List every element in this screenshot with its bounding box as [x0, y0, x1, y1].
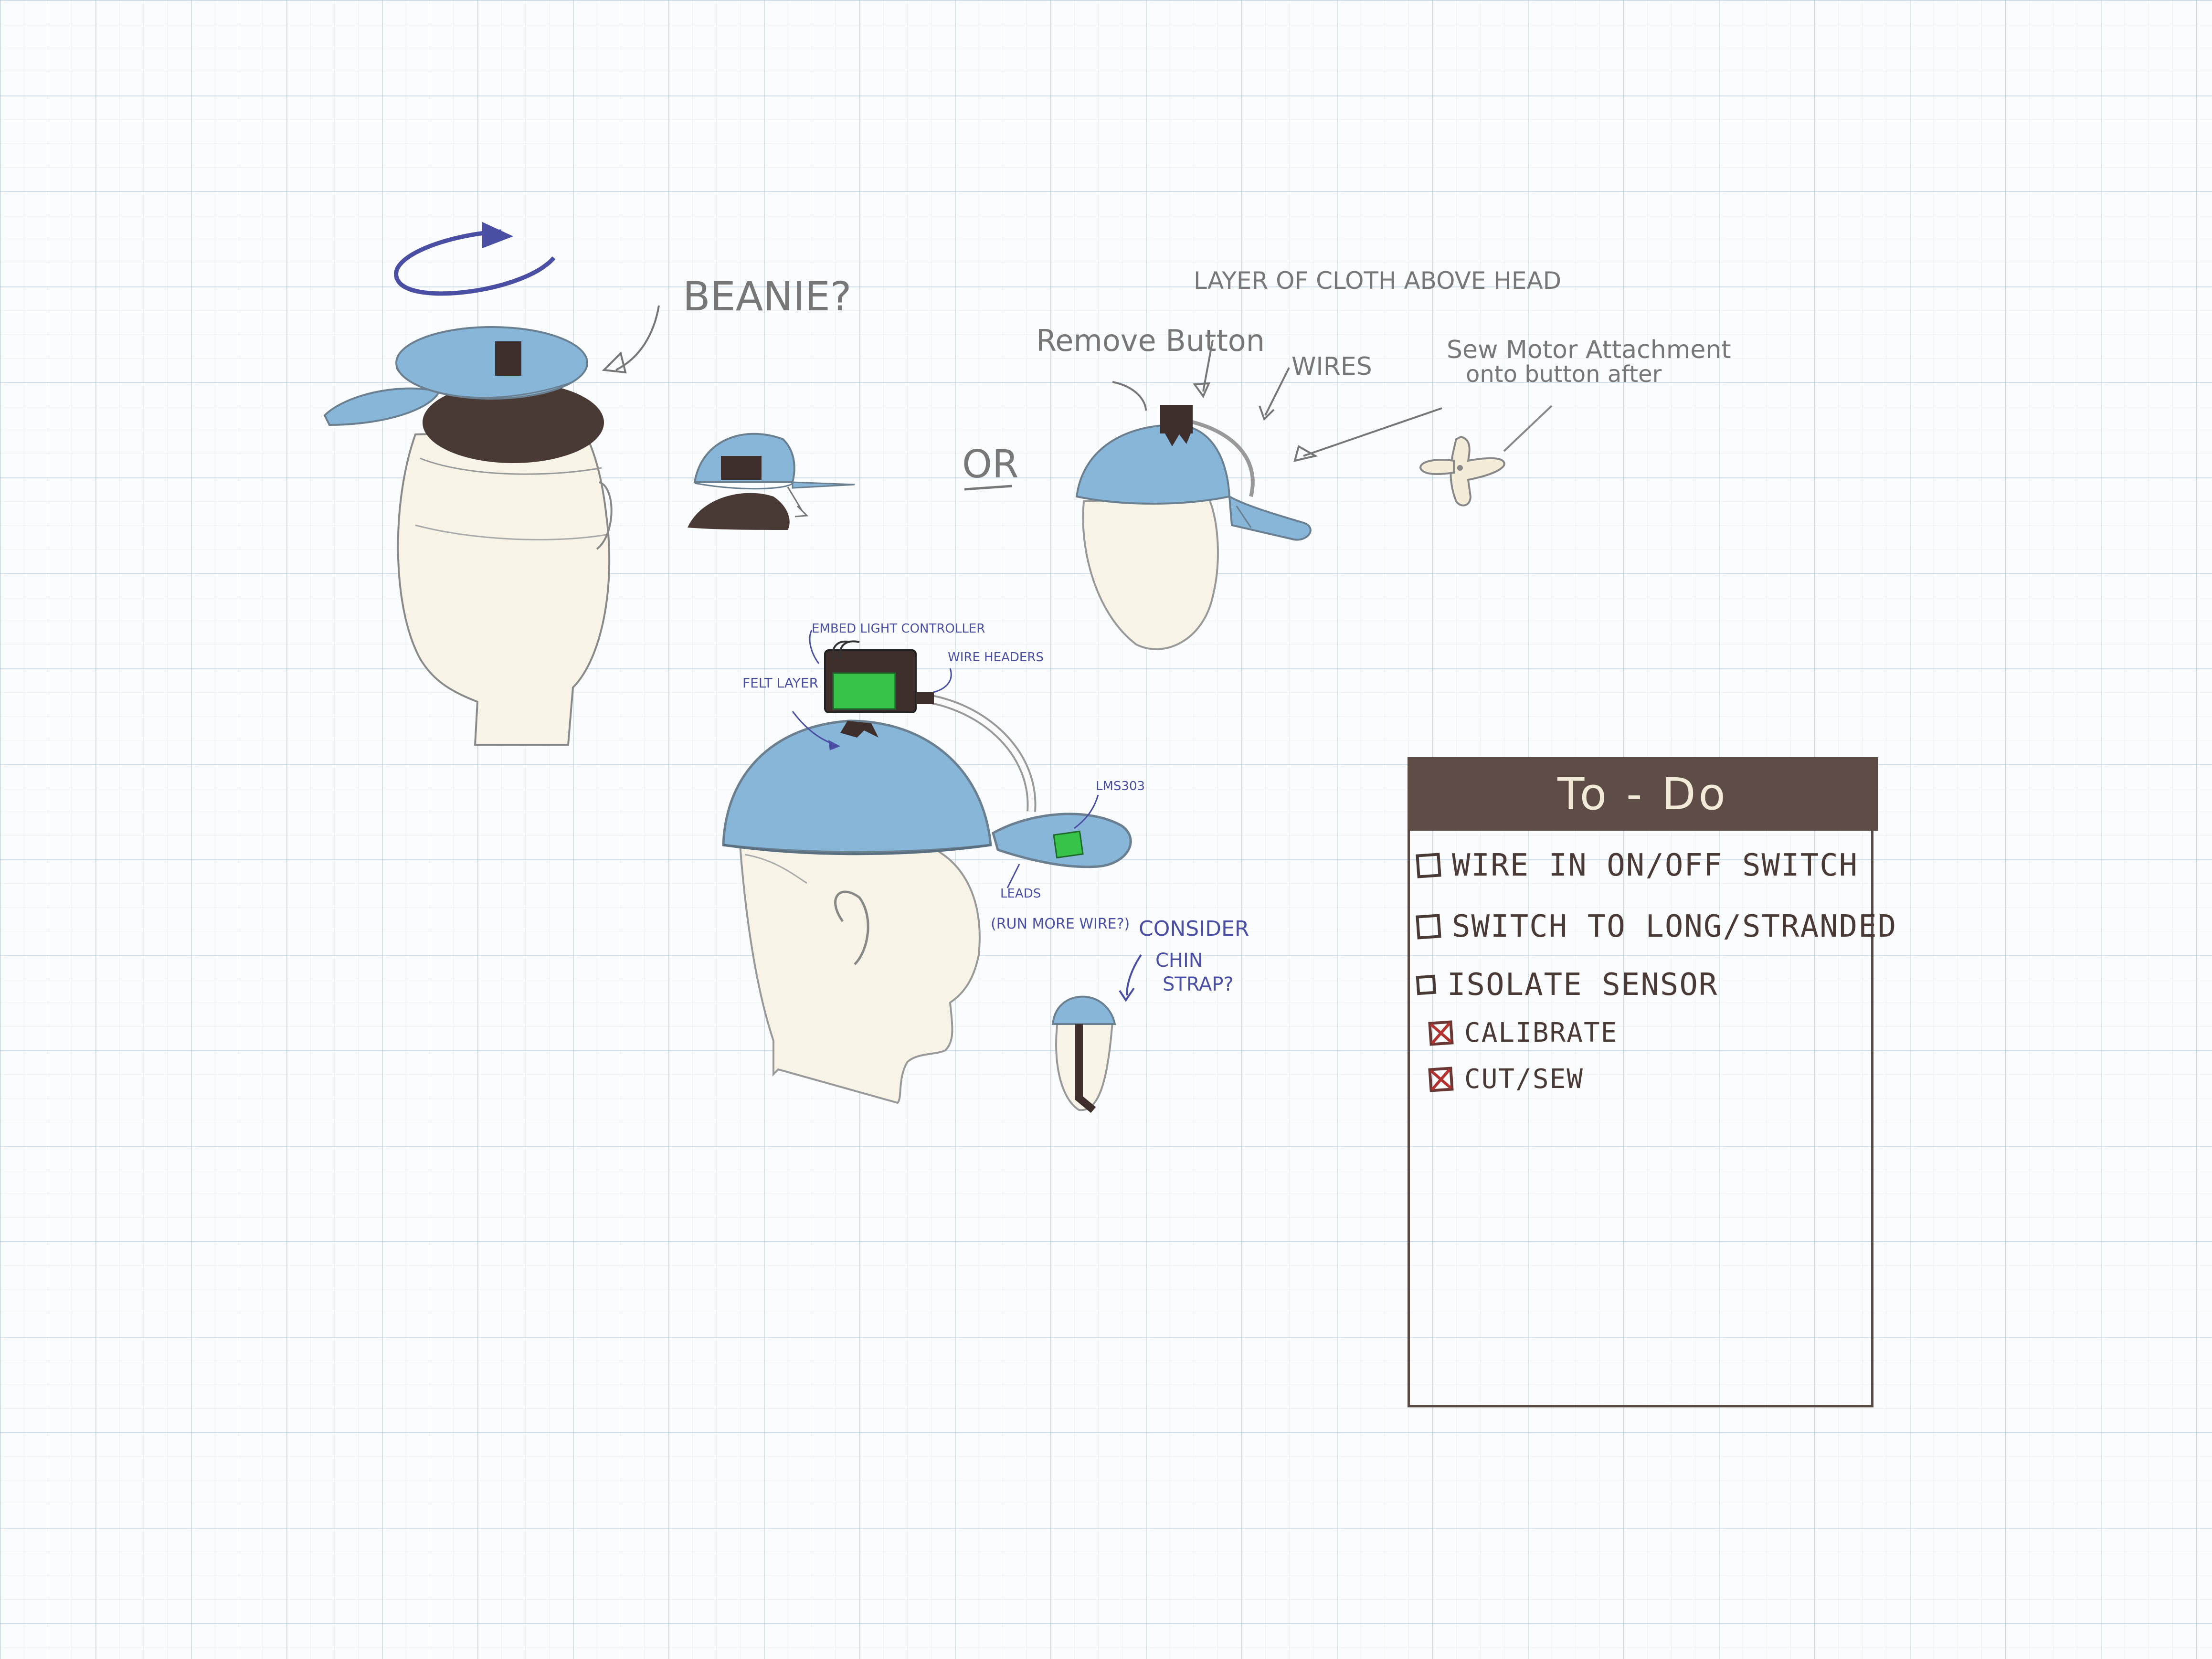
todo-title: To - Do	[1408, 757, 1878, 831]
label-run-wire: (RUN MORE WIRE?)	[991, 916, 1130, 932]
label-sew-motor-line1: Sew Motor Attachment	[1447, 336, 1731, 364]
label-strap: STRAP?	[1163, 973, 1234, 995]
head-outline	[398, 430, 610, 745]
checkbox-checked-icon[interactable]	[1428, 1020, 1453, 1046]
todo-item-1[interactable]: WIRE IN ON/OFF SWITCH	[1417, 848, 1858, 883]
todo-item-label: WIRE IN ON/OFF SWITCH	[1452, 848, 1858, 883]
cap-brim	[325, 389, 439, 425]
figure-chin-strap	[1053, 997, 1115, 1110]
label-felt-layer: FELT LAYER	[742, 675, 818, 691]
motor-attachment-icon	[1420, 406, 1552, 506]
label-layer-of-cloth: LAYER OF CLOTH ABOVE HEAD	[1194, 267, 1561, 295]
todo-panel: To - Do WIRE IN ON/OFF SWITCH SWITCH TO …	[1408, 757, 1873, 1407]
todo-item-2[interactable]: SWITCH TO LONG/STRANDED	[1417, 909, 1897, 944]
label-consider: CONSIDER	[1139, 917, 1249, 941]
label-wires: WIRES	[1291, 352, 1372, 381]
label-or: OR	[962, 442, 1019, 486]
todo-item-3[interactable]: ISOLATE SENSOR	[1417, 967, 1718, 1003]
todo-item-label: CUT/SEW	[1464, 1064, 1584, 1095]
figure-beanie-cap	[325, 222, 612, 745]
rotation-arrow-icon	[396, 232, 554, 294]
todo-item-label: SWITCH TO LONG/STRANDED	[1452, 909, 1897, 944]
label-remove-button: Remove Button	[1036, 323, 1265, 358]
label-chin: CHIN	[1155, 950, 1203, 972]
checkbox-unchecked-icon[interactable]	[1416, 975, 1437, 995]
figure-cap-with-button	[1077, 405, 1311, 649]
rotation-arrowhead-icon	[482, 222, 513, 248]
label-sew-motor-line2: onto button after	[1466, 361, 1662, 388]
todo-item-4[interactable]: CALIBRATE	[1429, 1017, 1618, 1048]
checkbox-checked-icon[interactable]	[1428, 1067, 1453, 1092]
label-embed-controller: EMBED LIGHT CONTROLLER	[812, 622, 985, 636]
button-box	[495, 341, 521, 376]
label-sensor: LMS303	[1096, 779, 1145, 793]
todo-item-5[interactable]: CUT/SEW	[1429, 1064, 1584, 1095]
todo-item-label: ISOLATE SENSOR	[1447, 967, 1718, 1003]
label-leads: LEADS	[1000, 887, 1041, 901]
checkbox-unchecked-icon[interactable]	[1416, 853, 1441, 878]
label-beanie: BEANIE?	[683, 273, 851, 320]
checkbox-unchecked-icon[interactable]	[1416, 914, 1441, 939]
todo-item-label: CALIBRATE	[1464, 1017, 1618, 1048]
figure-small-cap-views	[688, 434, 855, 530]
sensor-chip	[1054, 831, 1083, 857]
controller-board	[833, 673, 895, 709]
label-wire-headers: WIRE HEADERS	[948, 650, 1044, 665]
label-wire-headers-1: WIRE HEADERS	[948, 650, 1044, 665]
label-remove-button-text: Remove Button	[1036, 323, 1265, 358]
dome-cap	[723, 721, 991, 852]
